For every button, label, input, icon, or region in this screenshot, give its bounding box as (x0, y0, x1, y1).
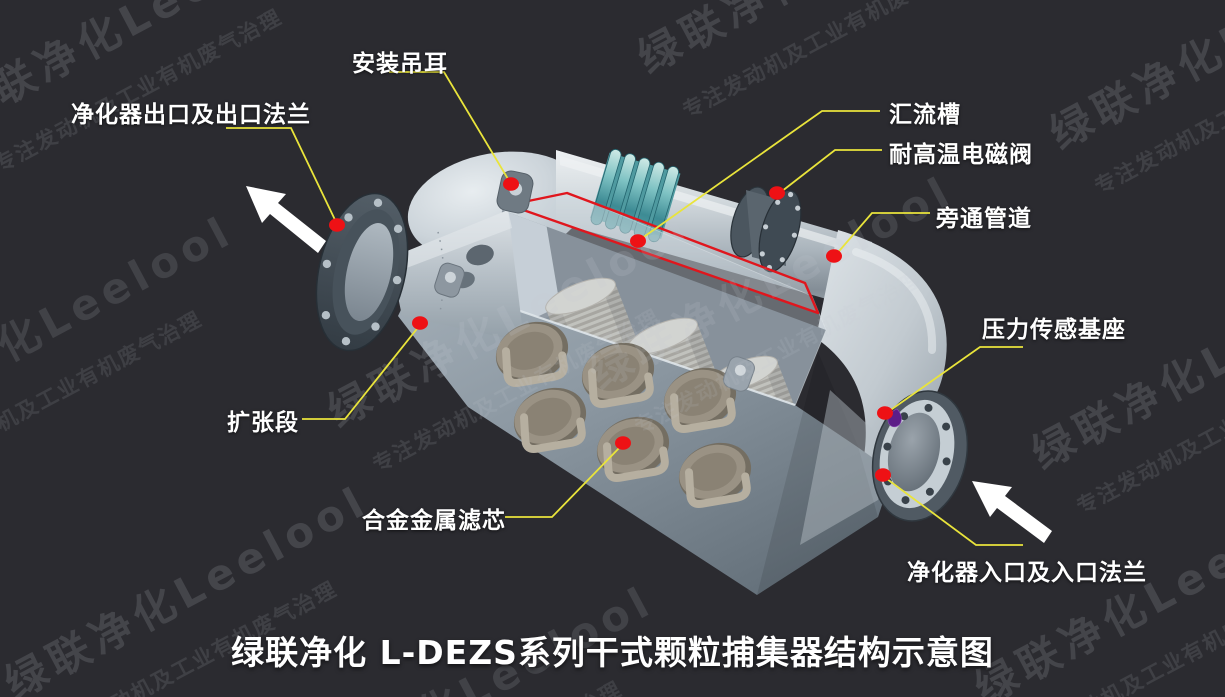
filter-device-illustration (315, 149, 969, 595)
leader-filter-element (505, 443, 624, 518)
diagram-title: 绿联净化 L-DEZS系列干式颗粒捕集器结构示意图 (231, 633, 994, 672)
bellows-section (590, 149, 681, 243)
outlet-flange (315, 192, 409, 352)
filter-cap (581, 342, 655, 408)
interior-cavity (488, 210, 826, 406)
callout-label-purifier-outlet-flange: 净化器出口及出口法兰 (71, 102, 311, 128)
filter-cap (678, 442, 752, 508)
elbow-highlight (852, 248, 937, 354)
callout-dot (615, 436, 631, 450)
body-end-shade (757, 352, 878, 595)
callout-dot (630, 234, 646, 248)
confluence-channel-outline (507, 191, 820, 315)
callout-dot (769, 186, 785, 200)
callout-leader-lines (226, 71, 1023, 546)
callout-label-pressure-sensor-base: 压力传感基座 (982, 317, 1126, 343)
callout-label-bypass-pipe: 旁通管道 (936, 206, 1032, 232)
inlet-cone-highlight (800, 390, 890, 545)
interior-port (466, 244, 494, 266)
callout-label-ht-solenoid-valve: 耐高温电磁阀 (889, 142, 1033, 168)
callout-label-mounting-lug: 安装吊耳 (352, 51, 448, 77)
cone-highlight (390, 210, 512, 272)
leader-pressure-sensor (884, 346, 1023, 415)
callout-label-confluence-channel: 汇流槽 (889, 102, 961, 128)
leader-bypass-pipe (833, 212, 930, 258)
callout-dot (826, 249, 842, 263)
inlet-flange (871, 390, 969, 522)
callout-label-expansion-section: 扩张段 (227, 410, 299, 436)
interior-divider-wall (505, 210, 560, 324)
callout-dot (412, 316, 428, 330)
callout-dot (503, 177, 519, 191)
leader-expansion-section (302, 324, 421, 420)
leader-mounting-lug (389, 71, 512, 185)
callout-label-purifier-inlet-flange: 净化器入口及入口法兰 (907, 560, 1147, 586)
leader-inlet-flange (882, 475, 1023, 546)
valve-flange-pair (730, 186, 802, 273)
filter-cap (495, 321, 569, 387)
outlet-flow-arrow (246, 186, 326, 253)
flow-arrows (246, 186, 1052, 543)
callout-dot (877, 406, 893, 420)
callout-label-alloy-metal-filter: 合金金属滤芯 (362, 508, 506, 534)
mounting-lug-tab (434, 262, 465, 298)
filter-cap (513, 387, 587, 453)
filter-cap (663, 367, 737, 433)
leader-confluence-channel (637, 110, 880, 242)
leader-outlet-flange (226, 127, 338, 225)
filter-cap (596, 416, 670, 482)
mounting-lug-tab (723, 356, 755, 392)
inlet-flow-arrow (972, 481, 1052, 543)
callout-dot (329, 218, 345, 232)
callout-dot (875, 468, 891, 482)
callout-dots (329, 177, 893, 482)
leader-solenoid-valve (776, 149, 882, 196)
